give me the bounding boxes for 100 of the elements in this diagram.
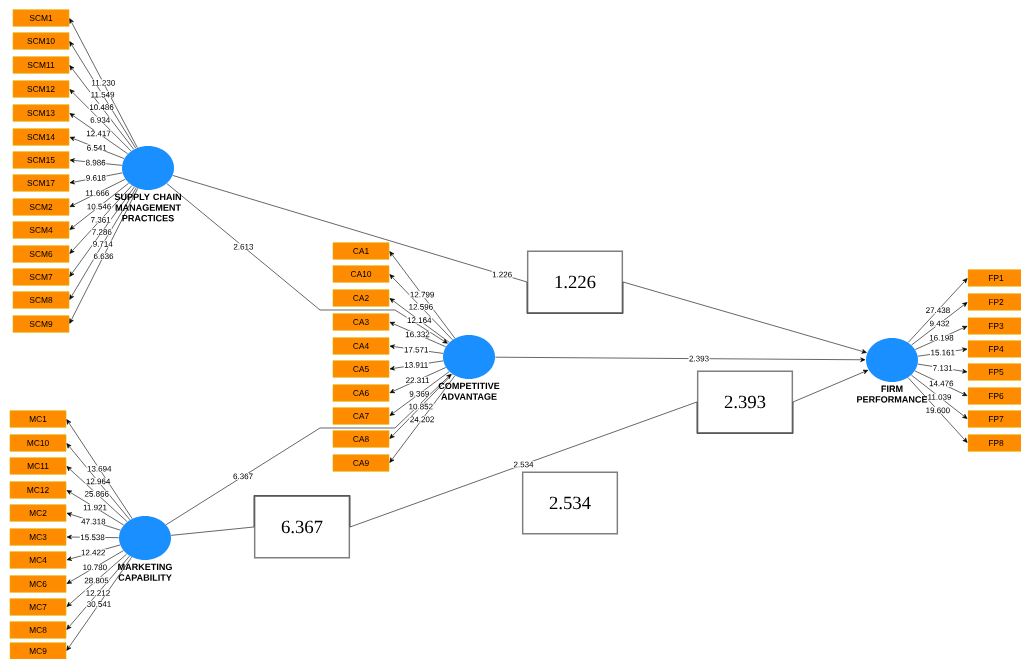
arrow [66,443,131,521]
indicator-box: MC10 [9,434,67,452]
arrow [69,41,137,149]
indicator-box: SCM14 [12,128,70,146]
indicator-box: SCM1 [12,9,70,27]
indicator-box: SCM12 [12,80,70,98]
node-label: MARKETING CAPABILITY [118,563,172,581]
arrow [165,373,452,526]
indicator-box: FP4 [967,340,1021,358]
edge-label: 9.369 [408,390,430,398]
indicator-box: MC9 [9,642,67,659]
edge-label: 12.164 [406,316,433,324]
value-box: 2.534 [521,471,619,535]
edge-label: 19.600 [925,406,951,414]
edge-label: 12.417 [85,130,112,137]
node-label: COMPETITIVE ADVANTAGE [438,382,500,400]
edge-label: 9.714 [92,240,114,248]
edge-label: 2.534 [512,461,535,468]
arrow [389,251,456,339]
edge-label: 12.422 [80,549,106,556]
indicator-box: CA6 [332,384,390,402]
arrow [494,356,866,363]
arrow [69,89,132,152]
edge-label: 22.311 [405,376,431,384]
indicator-box: MC4 [9,551,67,569]
indicator-box: FP2 [967,293,1021,311]
edge-label: 6.367 [232,473,254,480]
arrow [914,326,968,350]
indicator-box: CA9 [332,454,390,472]
indicator-box: SCM15 [12,151,70,169]
edge-label: 10.780 [82,563,108,571]
indicator-box: SCM17 [12,174,70,192]
indicator-box: CA5 [332,360,390,378]
indicator-box: SCM8 [12,291,70,309]
arrow [911,302,968,346]
edge-label: 13.694 [86,465,112,473]
edge-label: 6.541 [86,144,108,152]
arrow [907,377,968,443]
node-label: FIRM PERFORMANCE [857,385,928,403]
indicator-box: SCM6 [12,245,70,263]
arrow [66,555,130,630]
indicator-box: SCM10 [12,32,70,50]
indicator-box: CA1 [332,242,390,260]
edge-label: 11.549 [90,91,116,98]
arrow [914,370,968,396]
edge-label: 7.286 [91,228,113,236]
edge-label: 30.541 [86,600,112,608]
edge-label: 15.161 [930,349,956,356]
edge-label: 12.212 [85,589,111,597]
indicator-box: SCM13 [12,104,70,122]
arrow [69,185,133,254]
edge-label: 1.226 [491,271,513,278]
arrow [389,371,450,416]
value-box: 1.226 [526,250,624,314]
arrow [69,178,126,207]
arrow [66,553,128,607]
arrow [69,188,138,324]
indicator-box: SCM7 [12,268,70,286]
arrow [66,556,132,651]
arrow [69,18,138,148]
indicator-box: MC1 [9,410,67,428]
arrow [389,373,453,439]
indicator-box: CA4 [332,337,390,355]
indicator-box: SCM4 [12,221,70,239]
edge-label: 12.799 [409,291,435,298]
edge-label: 9.432 [929,320,951,327]
indicator-box: FP3 [967,317,1021,335]
edge-label: 16.332 [404,331,431,338]
node-label: SUPPLY CHAIN MANAGEMENT PRACTICES [114,193,181,222]
indicator-box: MC8 [9,621,67,639]
indicator-box: MC6 [9,575,67,593]
edge-label: 47.318 [80,518,107,525]
edge-label: 15.538 [79,533,106,541]
indicator-box: FP6 [967,387,1021,405]
indicator-box: FP5 [967,363,1021,381]
edge-label: 11.039 [927,393,952,401]
edge-label: 27.438 [925,306,951,314]
arrow [389,321,446,348]
edge-label: 11.666 [84,189,110,197]
edge-label: 6.636 [92,252,115,260]
arrow [389,274,453,341]
indicator-box: MC7 [9,598,67,616]
edge-label: 14.476 [928,380,955,387]
arrow [69,182,130,230]
indicator-box: CA3 [332,313,390,331]
indicator-box: CA10 [332,265,390,283]
indicator-box: SCM9 [12,315,70,333]
arrow [389,298,450,343]
arrow [917,363,968,374]
indicator-box: FP8 [967,434,1021,452]
arrow [66,490,124,526]
arrow [69,187,137,300]
edge-label: 7.131 [932,364,954,372]
indicator-box: SCM11 [12,56,70,74]
edge-label: 9.618 [85,174,107,182]
arrow [172,175,867,354]
indicator-box: SCM2 [12,198,70,216]
edge-label: 8.986 [85,159,107,167]
indicator-box: MC2 [9,504,67,522]
arrow [69,186,135,277]
